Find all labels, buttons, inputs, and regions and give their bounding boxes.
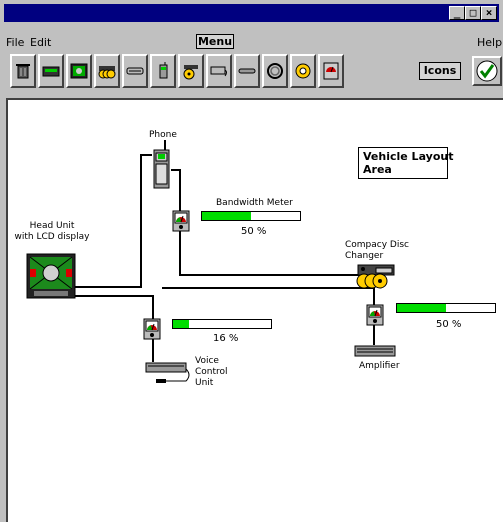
menu-bar: File Edit Menu Help: [4, 34, 503, 50]
menu-button[interactable]: Menu: [196, 34, 234, 49]
toolbar: Icons: [6, 54, 502, 96]
trash-icon: [16, 64, 30, 79]
cd-changer-icon: [98, 66, 116, 79]
voice-control-label: Voice Control Unit: [195, 356, 228, 388]
cassette-icon: [210, 66, 227, 77]
radio-icon: [42, 66, 60, 77]
bandwidth-meter-top: [201, 211, 301, 221]
phone-device-icon[interactable]: [152, 140, 172, 192]
tool-phone[interactable]: [150, 54, 176, 88]
head-unit-lcd-icon[interactable]: [26, 253, 76, 299]
menu-file[interactable]: File: [6, 36, 25, 49]
tool-trash[interactable]: [10, 54, 36, 88]
icons-button[interactable]: Icons: [419, 62, 461, 80]
close-button[interactable]: ×: [481, 6, 497, 20]
bandwidth-meter-left-percent: 16 %: [213, 333, 239, 344]
tool-meter[interactable]: [318, 54, 344, 88]
bandwidth-meter-left-fill: [173, 320, 189, 328]
speaker-icon: [183, 65, 198, 80]
bandwidth-meter-right-fill: [397, 304, 446, 312]
cd-changer-device-icon[interactable]: [354, 264, 398, 290]
bandwidth-meter-top-fill: [202, 212, 251, 220]
ok-button[interactable]: [472, 56, 502, 86]
bandwidth-meter-top-percent: 50 %: [241, 226, 267, 237]
tool-lcd-display[interactable]: [66, 54, 92, 88]
meter-gauge-icon[interactable]: [143, 318, 161, 340]
tool-cd-disc[interactable]: [290, 54, 316, 88]
bar-icon: [238, 68, 256, 74]
voice-control-unit-icon[interactable]: [144, 361, 194, 391]
phone-label: Phone: [149, 130, 177, 140]
cd-changer-label: Compacy Disc Changer: [345, 240, 409, 261]
cd-disc-icon: [295, 63, 311, 79]
amplifier-label: Amplifier: [359, 361, 400, 371]
slot-icon: [126, 67, 144, 75]
layout-area-title: Vehicle Layout Area: [358, 147, 453, 179]
meter-gauge-icon[interactable]: [172, 210, 190, 232]
menu-help[interactable]: Help: [477, 36, 503, 49]
bandwidth-meter-label: Bandwidth Meter: [216, 198, 293, 208]
tool-slot[interactable]: [122, 54, 148, 88]
tool-cassette[interactable]: [206, 54, 232, 88]
checkmark-icon: [476, 60, 498, 82]
meter-icon: [323, 62, 339, 80]
bandwidth-meter-left: [172, 319, 272, 329]
tool-bar[interactable]: [234, 54, 260, 88]
amplifier-device-icon[interactable]: [354, 344, 396, 358]
bandwidth-meter-right-percent: 50 %: [436, 319, 462, 330]
maximize-button[interactable]: □: [465, 6, 481, 20]
bandwidth-meter-right: [396, 303, 496, 313]
tool-cd-changer[interactable]: [94, 54, 120, 88]
window-controls: _ □ ×: [449, 6, 497, 20]
menu-edit[interactable]: Edit: [30, 36, 52, 49]
head-unit-label: Head Unit with LCD display: [14, 221, 90, 242]
title-bar[interactable]: _ □ ×: [4, 4, 499, 22]
minimize-button[interactable]: _: [449, 6, 465, 20]
phone-icon: [159, 62, 168, 79]
layout-area-title-text: Vehicle Layout Area: [363, 150, 454, 176]
meter-gauge-icon[interactable]: [366, 304, 384, 326]
vehicle-layout-canvas[interactable]: Vehicle Layout Area Phone Bandwidth Mete…: [6, 98, 503, 522]
lcd-display-icon: [70, 63, 88, 79]
cable-coil-icon: [267, 63, 283, 79]
tool-radio[interactable]: [38, 54, 64, 88]
tool-speaker[interactable]: [178, 54, 204, 88]
tool-cable-coil[interactable]: [262, 54, 288, 88]
